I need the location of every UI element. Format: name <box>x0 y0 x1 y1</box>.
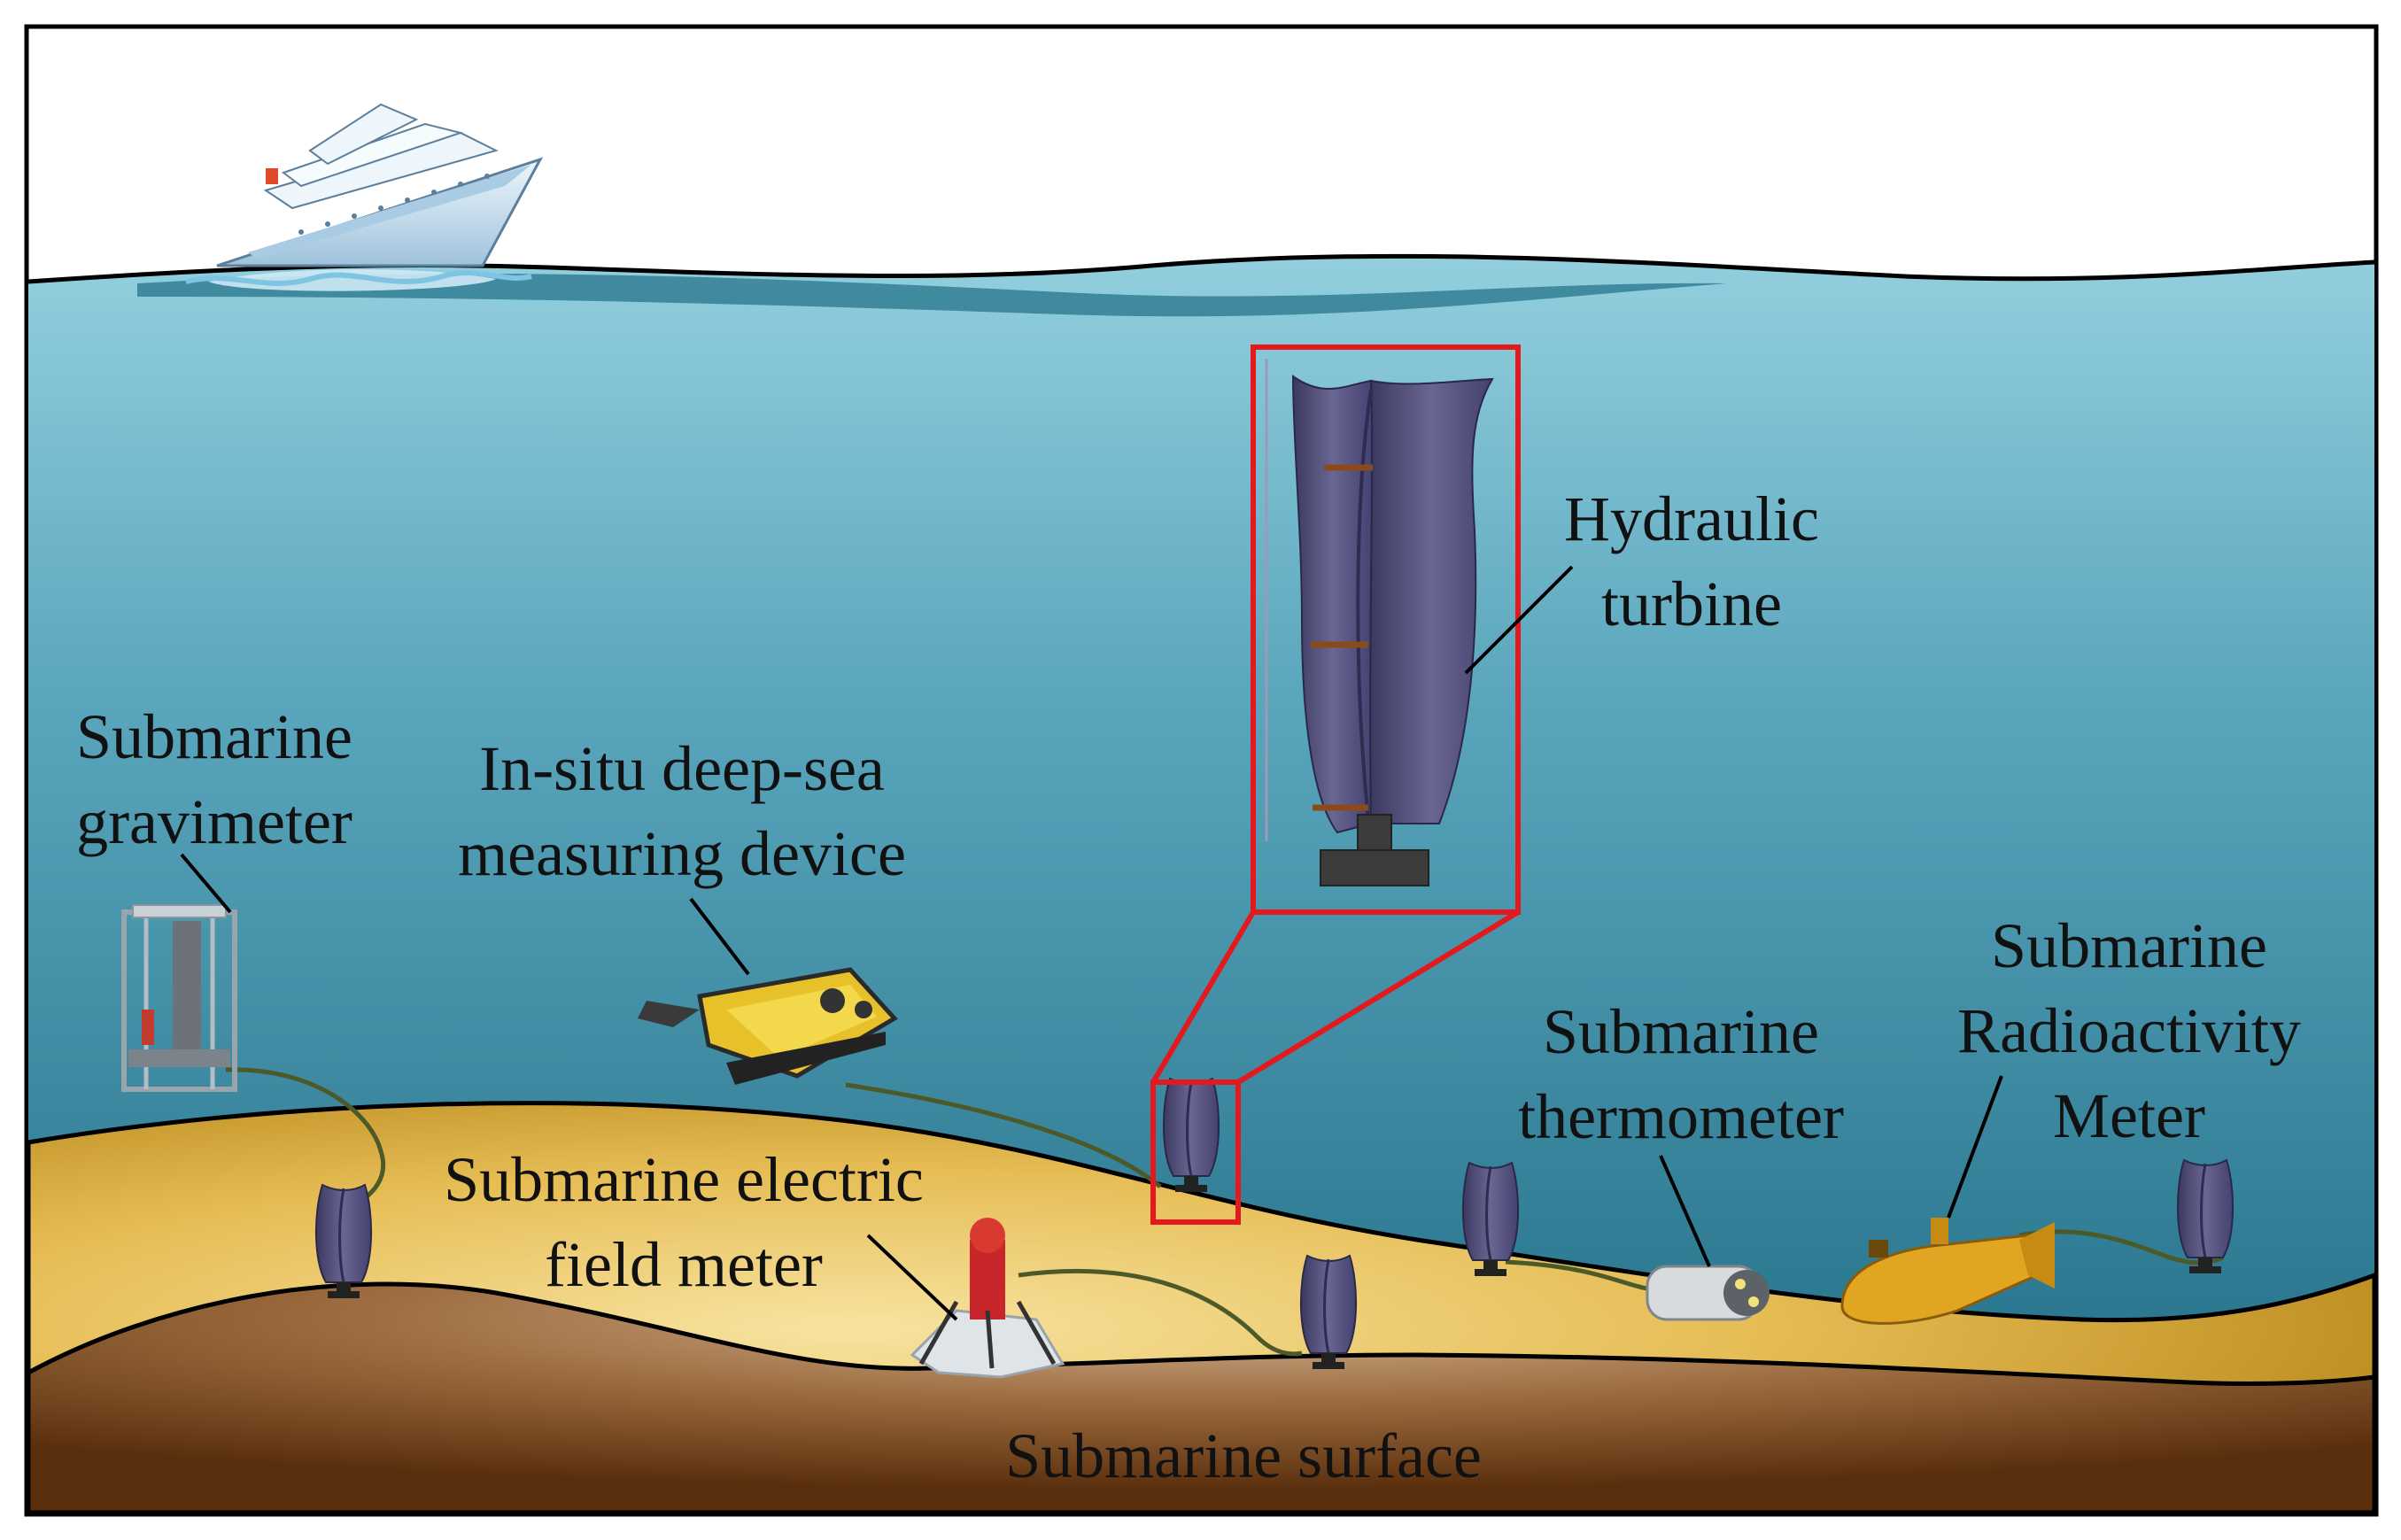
cruise-ship <box>185 103 544 291</box>
seabed-layer <box>26 1281 2377 1515</box>
in-situ-rov-device <box>638 967 898 1085</box>
hydraulic-turbine-enlarged <box>1265 359 1494 886</box>
gravimeter-device <box>121 904 237 1092</box>
thermometer-device <box>1646 1265 1770 1321</box>
turbine-unit <box>2176 1158 2234 1275</box>
electric-field-meter-label-line2: field meter <box>545 1229 823 1300</box>
submarine-surface-label: Submarine surface <box>1005 1420 1482 1491</box>
in-situ-device-label: In-situ deep-sea measuring device <box>458 726 906 896</box>
sea-surface-band <box>137 274 1727 317</box>
in-situ-device-label-line2: measuring device <box>458 818 906 889</box>
highlight-box-small <box>1150 1080 1241 1225</box>
electric-field-meter-label-line1: Submarine electric <box>444 1144 924 1215</box>
thermometer-label-line1: Submarine <box>1543 996 1819 1067</box>
radioactivity-meter-label-line1: Submarine <box>1991 910 2267 981</box>
electric-field-meter-device <box>910 1218 1065 1379</box>
turbine-unit <box>1461 1161 1520 1278</box>
radioactivity-meter-label: Submarine Radioactivity Meter <box>1957 903 2301 1158</box>
zoom-line <box>1236 909 1520 1085</box>
gravimeter-label-line1: Submarine <box>76 701 352 772</box>
highlight-box-large <box>1251 344 1521 915</box>
turbine-unit <box>314 1183 373 1300</box>
electric-field-meter-label: Submarine electric field meter <box>444 1137 924 1307</box>
turbine-unit <box>1162 1077 1220 1194</box>
zoom-line <box>1150 910 1256 1084</box>
gravimeter-label: Submarine gravimeter <box>76 694 352 864</box>
radioactivity-meter-device <box>1840 1218 2055 1325</box>
hydraulic-turbine-label-line2: turbine <box>1601 569 1782 639</box>
turbine-unit <box>1299 1254 1358 1371</box>
leader-lines <box>180 565 2003 1321</box>
radioactivity-meter-label-line2: Radioactivity <box>1957 995 2301 1066</box>
thermometer-label-line2: thermometer <box>1518 1081 1844 1152</box>
thermometer-label: Submarine thermometer <box>1518 989 1844 1159</box>
radioactivity-meter-label-line3: Meter <box>2053 1080 2205 1151</box>
in-situ-device-label-line1: In-situ deep-sea <box>479 733 885 804</box>
hydraulic-turbine-label-line1: Hydraulic <box>1564 484 1819 554</box>
gravimeter-label-line2: gravimeter <box>76 786 352 857</box>
hydraulic-turbine-label: Hydraulic turbine <box>1564 476 1819 646</box>
